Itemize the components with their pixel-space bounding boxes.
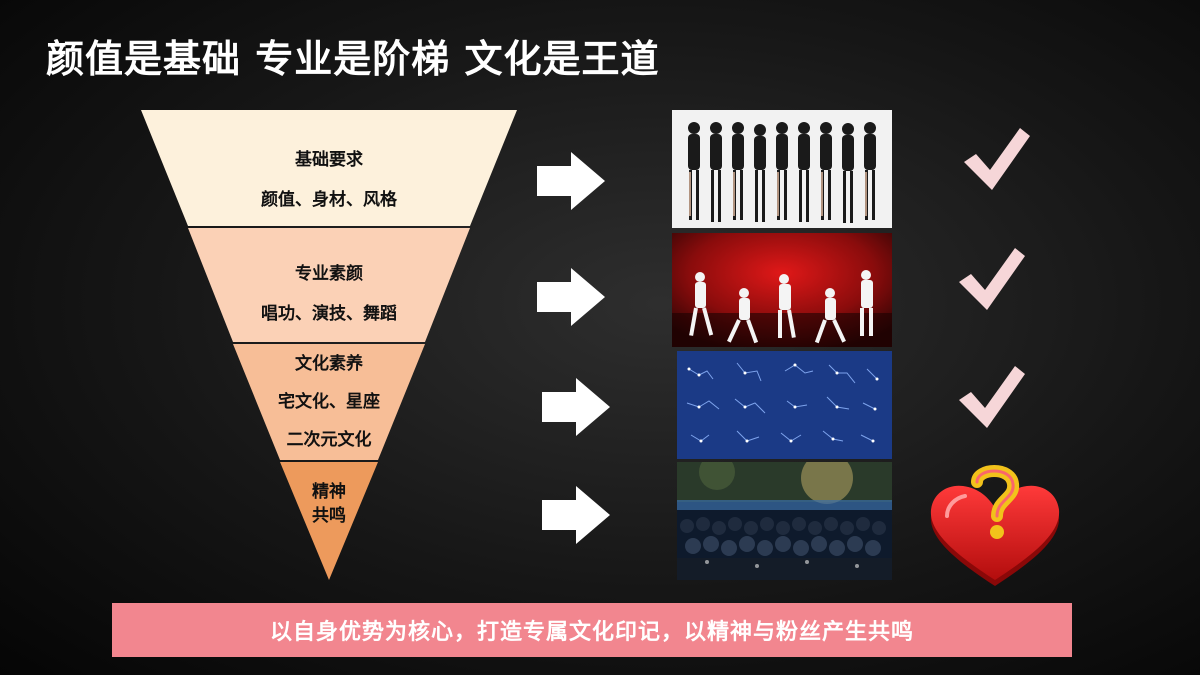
arrow-right-icon (537, 268, 605, 326)
tier-2-heading: 专业素颜 (295, 264, 363, 284)
tier-1-line-1: 颜值、身材、风格 (261, 190, 397, 210)
funnel-tier-2 (188, 228, 470, 342)
tier-1-text: 基础要求 颜值、身材、风格 (229, 140, 429, 220)
check-icon (959, 366, 1025, 428)
tier-2-line-1: 唱功、演技、舞蹈 (261, 304, 397, 324)
question-heart-icon (930, 465, 1060, 586)
tier-3-line-2: 二次元文化 (286, 430, 372, 450)
tier-3-text: 文化素养 宅文化、星座 二次元文化 (229, 345, 429, 459)
funnel-tier-1 (141, 110, 517, 226)
tier-2-text: 专业素颜 唱功、演技、舞蹈 (229, 254, 429, 334)
check-icon (964, 128, 1030, 190)
photo-girl-group (672, 110, 892, 228)
tier-3-line-1: 宅文化、星座 (278, 392, 380, 412)
check-icon (959, 248, 1025, 310)
faint-background-text (612, 228, 662, 288)
photo-dance-performance (672, 233, 892, 347)
tier-4-text: 精神 共鸣 (279, 480, 379, 528)
tier-3-heading: 文化素养 (295, 354, 363, 374)
tier-4-heading: 精神 (312, 482, 346, 502)
funnel-tier-3 (233, 344, 425, 460)
summary-banner: 以自身优势为核心，打造专属文化印记，以精神与粉丝产生共鸣 (112, 603, 1072, 657)
funnel-tier-4 (280, 462, 378, 580)
photo-fan-crowd (677, 462, 892, 580)
photo-constellations (677, 351, 892, 459)
arrow-right-icon (542, 378, 610, 436)
tier-1-heading: 基础要求 (295, 150, 363, 170)
slide-title: 颜值是基础 专业是阶梯 文化是王道 (46, 37, 660, 81)
tier-4-line-1: 共鸣 (312, 506, 346, 526)
arrow-right-icon (537, 152, 605, 210)
arrow-right-icon (542, 486, 610, 544)
